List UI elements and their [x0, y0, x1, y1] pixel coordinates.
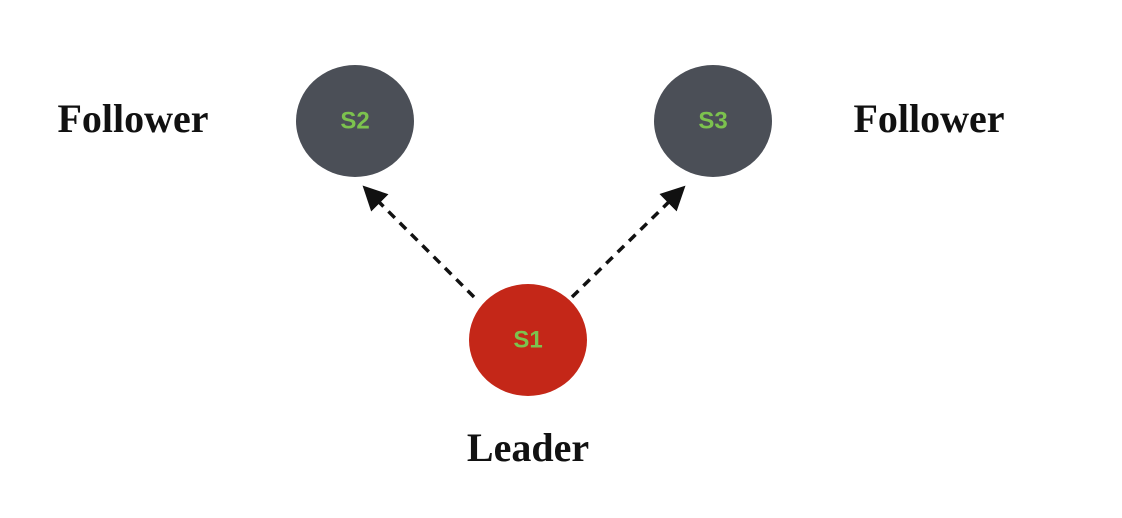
node-s1-circle	[469, 284, 587, 396]
node-s2: S2	[296, 65, 414, 177]
node-s2-label: S2	[340, 107, 369, 134]
edge-s1-to-s3	[570, 185, 686, 299]
role-label-s2: Follower	[57, 96, 208, 141]
role-label-s1: Leader	[467, 425, 589, 470]
node-s1-label: S1	[513, 326, 542, 353]
node-s3: S3	[654, 65, 772, 177]
node-s3-circle	[654, 65, 772, 177]
edge-s1-to-s2	[362, 185, 476, 299]
node-s3-label: S3	[698, 107, 727, 134]
role-label-s3: Follower	[853, 96, 1004, 141]
node-s2-circle	[296, 65, 414, 177]
node-s1: S1	[469, 284, 587, 396]
